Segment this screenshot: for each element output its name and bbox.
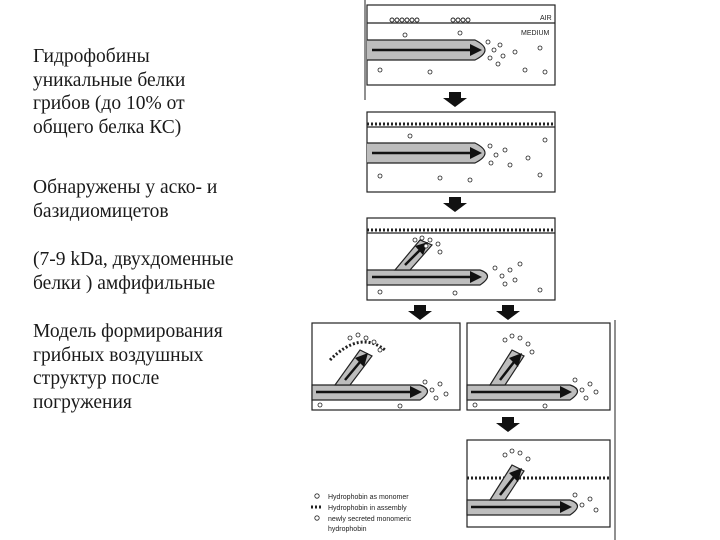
text-line: Обнаружены у аско- и [33,177,218,198]
step-arrow [496,417,520,432]
medium-label: MEDIUM [521,30,550,37]
text-line: общего белка КС) [33,116,182,138]
text-line: белки ) амфифильные [33,272,216,294]
monomer-icon [314,493,320,499]
panel-2 [366,111,556,193]
text-line: Модель формирования [33,321,223,342]
legend-item: Hydrophobin in assembly [328,505,407,512]
text-line: уникальные белки [33,69,186,91]
text-line: структур после [33,368,160,389]
text-line: грибов (до 10% от [33,93,185,114]
legend-item: hydrophobin [328,526,367,533]
secreted-monomer-icon [314,515,320,521]
growth-arrow [470,44,482,56]
step-arrow [496,305,520,320]
legend-item: Hydrophobin as monomer [328,494,409,501]
assembly-row [389,17,471,23]
text-line: погружения [33,391,132,413]
monomers [377,235,543,296]
text-line: грибных воздушных [33,344,204,366]
text-line: Гидрофобины [33,46,150,67]
step-arrow [408,305,432,320]
paragraph-2: Обнаружены у аско- и базидиомицетов [33,176,303,223]
panel-3 [366,217,556,301]
air-label: AIR [540,15,552,22]
legend-item: newly secreted monomeric [328,516,412,523]
growth-arrow [470,147,482,159]
paragraph-4: Модель формирования грибных воздушных ст… [33,320,303,414]
panel-6 [466,439,611,528]
text-line: (7-9 kDa, двухдоменные [33,249,234,270]
step-arrow [443,92,467,107]
monomers [377,133,548,183]
paragraph-1: Гидрофобины уникальные белки грибов (до … [33,45,303,139]
panel-5 [466,322,611,411]
step-arrow [443,197,467,212]
panel-1: AIR MEDIUM [366,4,556,86]
legend: Hydrophobin as monomer Hydrophobin in as… [311,493,412,533]
panel-4 [311,322,461,411]
text-line: базидиомицетов [33,200,169,222]
monomers [377,30,548,75]
paragraph-3: (7-9 kDa, двухдоменные белки ) амфифильн… [33,248,303,295]
